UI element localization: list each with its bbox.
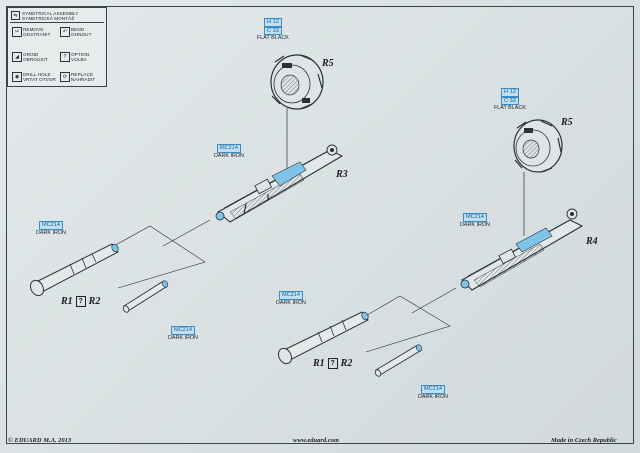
barrel-r2-left <box>122 280 169 313</box>
footer-copyright: © EDUARD M.A. 2013 <box>8 437 72 444</box>
receiver-r4 <box>460 208 584 291</box>
part-group-r1-r2-left: R1 ? R2 <box>61 296 100 307</box>
drill-hole-icon: ◉ <box>12 72 22 82</box>
option-mark-right: ? <box>327 358 338 369</box>
part-label-r1-right: R1 <box>313 358 325 369</box>
part-label-r3: R3 <box>336 169 348 180</box>
replace-icon: ⟳ <box>60 72 70 82</box>
barrel-jacket-r1-right <box>278 311 369 365</box>
grind-icon: ◢ <box>12 52 22 62</box>
symmetrical-assembly-icon: ⇋ <box>11 11 20 20</box>
barrel-r2-right <box>374 344 423 377</box>
part-label-r2-right: R2 <box>340 358 353 369</box>
paint-callout-receiver-left: MC214 DARK IRON <box>214 144 244 159</box>
paint-callout-barrel-left: MC214 DARK IRON <box>36 221 66 236</box>
barrel-jacket-r1-left <box>30 243 119 297</box>
paint-callout-barrel-right: MC214 DARK IRON <box>276 291 306 306</box>
remove-icon: ✂ <box>12 27 22 37</box>
part-label-r5-right: R5 <box>561 117 573 128</box>
paint-callout-muzzle-left: MC214 DARK IRON <box>168 326 198 341</box>
option-icon: ? <box>60 52 70 62</box>
paint-callout-muzzle-right: MC214 DARK IRON <box>418 385 448 400</box>
sheet-frame <box>6 6 634 444</box>
part-label-r5-left: R5 <box>322 58 334 69</box>
drum-magazine-r5-left <box>270 54 324 110</box>
footer-website: www.eduard.com <box>293 437 339 444</box>
bend-icon: ↶ <box>60 27 70 37</box>
part-label-r1-left: R1 <box>61 296 73 307</box>
paint-callout-drum-right: H 12 C 33 FLAT BLACK <box>494 88 526 112</box>
option-mark-left: ? <box>75 296 86 307</box>
part-group-r1-r2-right: R1 ? R2 <box>313 358 352 369</box>
footer-origin: Made in Czech Republic <box>551 437 617 444</box>
paint-callout-drum-left: H 12 C 33 FLAT BLACK <box>257 18 289 42</box>
part-label-r4: R4 <box>586 236 598 247</box>
paint-callout-receiver-right: MC214 DARK IRON <box>460 213 490 228</box>
drum-magazine-r5-right <box>513 119 563 173</box>
receiver-r3 <box>215 144 344 223</box>
part-label-r2-left: R2 <box>88 296 101 307</box>
